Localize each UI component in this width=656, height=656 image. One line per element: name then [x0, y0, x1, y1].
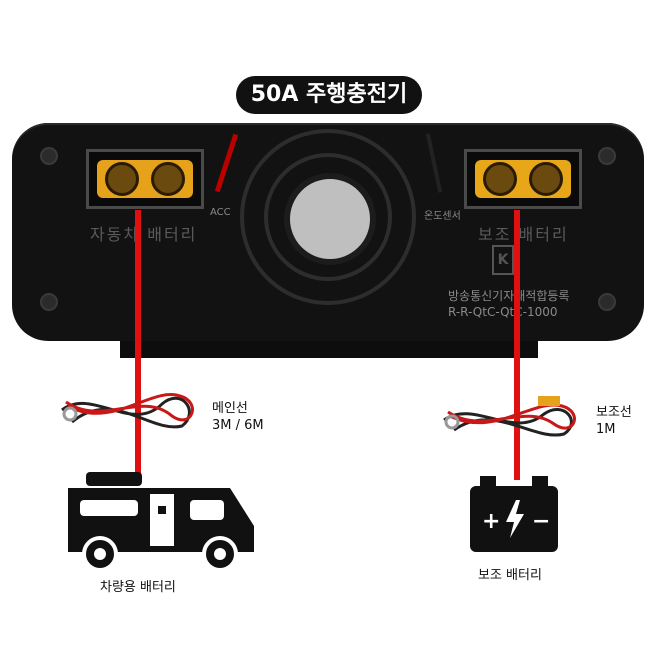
- svg-text:−: −: [532, 509, 550, 534]
- socket-icon: [529, 162, 563, 196]
- xt-connector-right: [475, 160, 571, 198]
- socket-icon: [105, 162, 139, 196]
- acc-wire: [214, 133, 239, 193]
- screw-icon: [598, 293, 616, 311]
- aux-battery-label: 보조 배터리: [478, 568, 542, 583]
- vehicle-battery-label: 차량용 배터리: [100, 580, 176, 595]
- socket-icon: [483, 162, 517, 196]
- fan-hub: [284, 173, 376, 265]
- aux-cable-name: 보조선: [596, 405, 632, 420]
- main-cable-name: 메인선: [212, 401, 248, 416]
- svg-text:+: +: [482, 509, 500, 534]
- aux-battery-port: [464, 149, 582, 209]
- rv-icon: [68, 472, 254, 572]
- main-wire: [135, 210, 141, 480]
- charger-device: 자동차 배터리 보조 배터리 ACC 온도센서 K 방송통신기자재적합등록 R-…: [12, 123, 644, 341]
- screw-icon: [598, 147, 616, 165]
- acc-label: ACC: [210, 207, 231, 218]
- main-cable-coil: [61, 393, 194, 429]
- kc-cert-mark: K: [492, 245, 514, 275]
- aux-cable-length: 1M: [596, 422, 616, 437]
- xt-connector-left: [97, 160, 193, 198]
- screw-icon: [40, 293, 58, 311]
- main-cable-label: 메인선 3M / 6M: [212, 400, 264, 434]
- aux-cable-coil: [443, 396, 576, 437]
- aux-cable-label: 보조선 1M: [596, 404, 632, 438]
- product-title: 50A 주행충전기: [236, 76, 422, 114]
- cert-text: 방송통신기자재적합등록: [448, 289, 570, 303]
- vehicle-battery-port: [86, 149, 204, 209]
- fan-grille-ring: [264, 153, 392, 281]
- temp-sensor-label: 온도센서: [424, 211, 461, 222]
- screw-icon: [40, 147, 58, 165]
- cert-number: R-R-QtC-QtC-1000: [448, 305, 558, 319]
- aux-battery-port-label: 보조 배터리: [478, 225, 569, 244]
- vehicle-battery-port-label: 자동차 배터리: [90, 225, 198, 244]
- sensor-wire: [425, 133, 443, 193]
- main-cable-length: 3M / 6M: [212, 418, 264, 433]
- fan-grille: [240, 129, 416, 305]
- socket-icon: [151, 162, 185, 196]
- aux-wire: [514, 210, 520, 480]
- battery-icon: + −: [470, 476, 558, 552]
